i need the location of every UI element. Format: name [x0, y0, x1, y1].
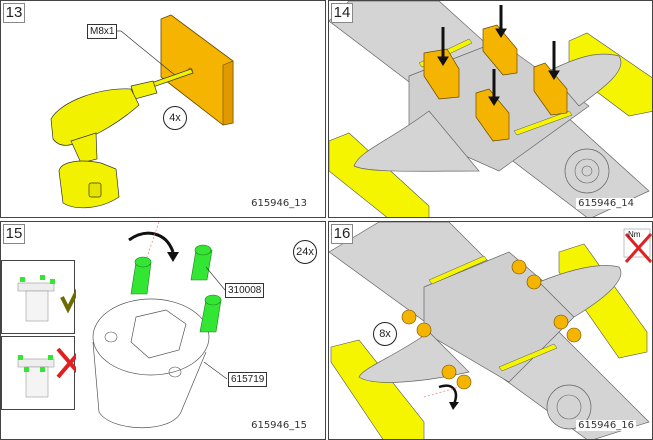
quantity-badge: 8x — [373, 322, 397, 346]
step-number: 16 — [331, 224, 353, 244]
step-number: 14 — [331, 3, 353, 23]
step-number: 15 — [3, 224, 25, 244]
quantity-badge: 24x — [293, 240, 317, 264]
screw-callout: 310008 — [225, 283, 265, 298]
check-icon — [60, 288, 76, 314]
figure-id: 615946_14 — [576, 198, 636, 209]
step-13-panel: 13 M8x1 4x 615946_13 — [0, 0, 326, 218]
step-15-panel: 15 310008 615719 24 — [0, 221, 326, 440]
step-number: 13 — [3, 3, 25, 23]
thread-callout: M8x1 — [87, 24, 118, 39]
green-screws — [130, 244, 222, 333]
rotate-arrow — [128, 231, 175, 253]
frame-illustration — [329, 1, 652, 217]
down-arrows — [437, 5, 560, 106]
frame-with-nuts-illustration — [329, 222, 652, 439]
no-torque-wrench-icon — [623, 228, 652, 263]
step-16-panel: 16 Nm 8x 615946_16 — [328, 221, 653, 440]
figure-id: 615946_16 — [576, 420, 636, 431]
correct-example-inset — [1, 260, 76, 334]
cordless-drill — [50, 68, 194, 209]
incorrect-example-inset — [1, 336, 76, 410]
step-14-panel: 14 615946_14 — [328, 0, 653, 218]
figure-id: 615946_13 — [249, 198, 309, 209]
drill-illustration — [50, 14, 234, 209]
cross-icon — [56, 347, 76, 379]
pads — [423, 24, 568, 142]
torque-label: Nm — [628, 230, 641, 239]
part-callout: 615719 — [228, 372, 268, 387]
figure-id: 615946_15 — [249, 420, 309, 431]
nuts — [401, 259, 582, 390]
quantity-badge: 4x — [163, 106, 187, 130]
